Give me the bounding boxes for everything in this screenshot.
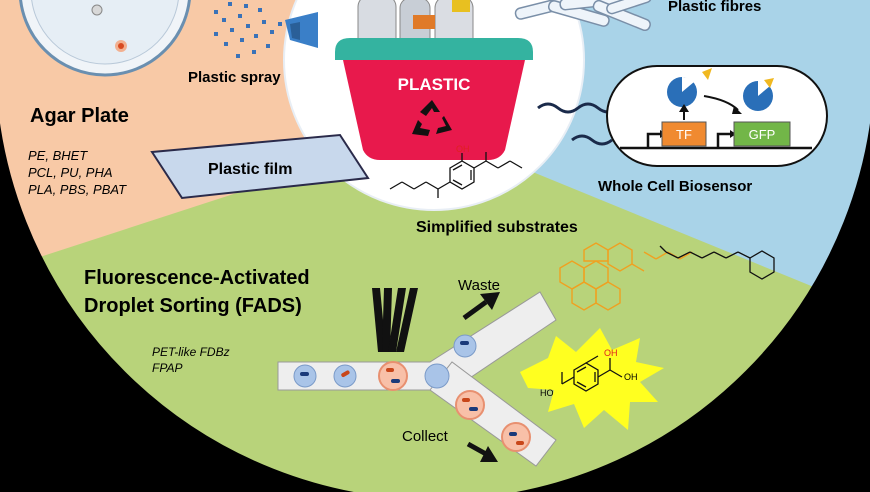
spray-label: Plastic spray xyxy=(188,69,281,86)
gfp-gene xyxy=(733,121,791,147)
agar-plate xyxy=(19,0,191,77)
fads-title-line-1: Fluorescence-Activated xyxy=(84,267,310,289)
fibres-label: Plastic fibres xyxy=(668,0,761,15)
product-oh-top-label: OH xyxy=(604,348,618,358)
bin-label: PLASTIC xyxy=(398,75,471,94)
fluorescence-burst xyxy=(520,328,664,430)
ligand-2 xyxy=(764,78,774,88)
plastic-film-sheet xyxy=(150,133,370,200)
waste-label: Waste xyxy=(458,277,500,294)
agar-substrate-line-1: PE, BHET xyxy=(28,148,88,163)
agar-title: Agar Plate xyxy=(30,105,129,127)
tf-bound-protein xyxy=(743,80,773,111)
fads-substrate-1: PET-like FDBz xyxy=(152,345,230,359)
ligand-1 xyxy=(702,68,712,80)
recycle-icon xyxy=(412,100,452,136)
tf-protein xyxy=(667,76,697,107)
sorting-electrodes xyxy=(372,288,418,352)
promoter-1 xyxy=(646,132,660,148)
bin-rim xyxy=(335,38,533,60)
flagellum-2 xyxy=(571,134,613,146)
plastic-fibres xyxy=(514,0,652,32)
fads-substrate-2: FPAP xyxy=(152,361,182,375)
flagellum-1 xyxy=(537,102,619,114)
agar-substrate-line-3: PLA, PBS, PBAT xyxy=(28,182,127,197)
biosensor-label: Whole Cell Biosensor xyxy=(598,178,752,195)
promoter-2 xyxy=(716,132,730,148)
collect-arrow xyxy=(466,441,498,462)
spray-droplets xyxy=(214,2,282,58)
gfp-label: GFP xyxy=(749,127,776,142)
droplets xyxy=(293,334,531,452)
spray-nozzle xyxy=(285,12,318,48)
collect-label: Collect xyxy=(402,428,449,445)
waste-arrow xyxy=(462,292,500,321)
bhet-oh-label: OH xyxy=(456,144,470,154)
colony-white xyxy=(91,4,103,16)
cell-body xyxy=(606,65,828,167)
product-oh-right-label: OH xyxy=(624,372,638,382)
film-label: Plastic film xyxy=(208,161,292,178)
product-molecule xyxy=(561,355,623,392)
bhet-molecule xyxy=(389,152,523,198)
product-ho-label: HO xyxy=(540,388,554,398)
agar-substrate-line-2: PCL, PU, PHA xyxy=(28,165,113,180)
simplified-label: Simplified substrates xyxy=(416,219,578,236)
tf-label: TF xyxy=(676,127,692,142)
tf-gene xyxy=(661,121,707,147)
fads-title-line-2: Droplet Sorting (FADS) xyxy=(84,295,302,317)
probe-tail xyxy=(659,245,775,280)
